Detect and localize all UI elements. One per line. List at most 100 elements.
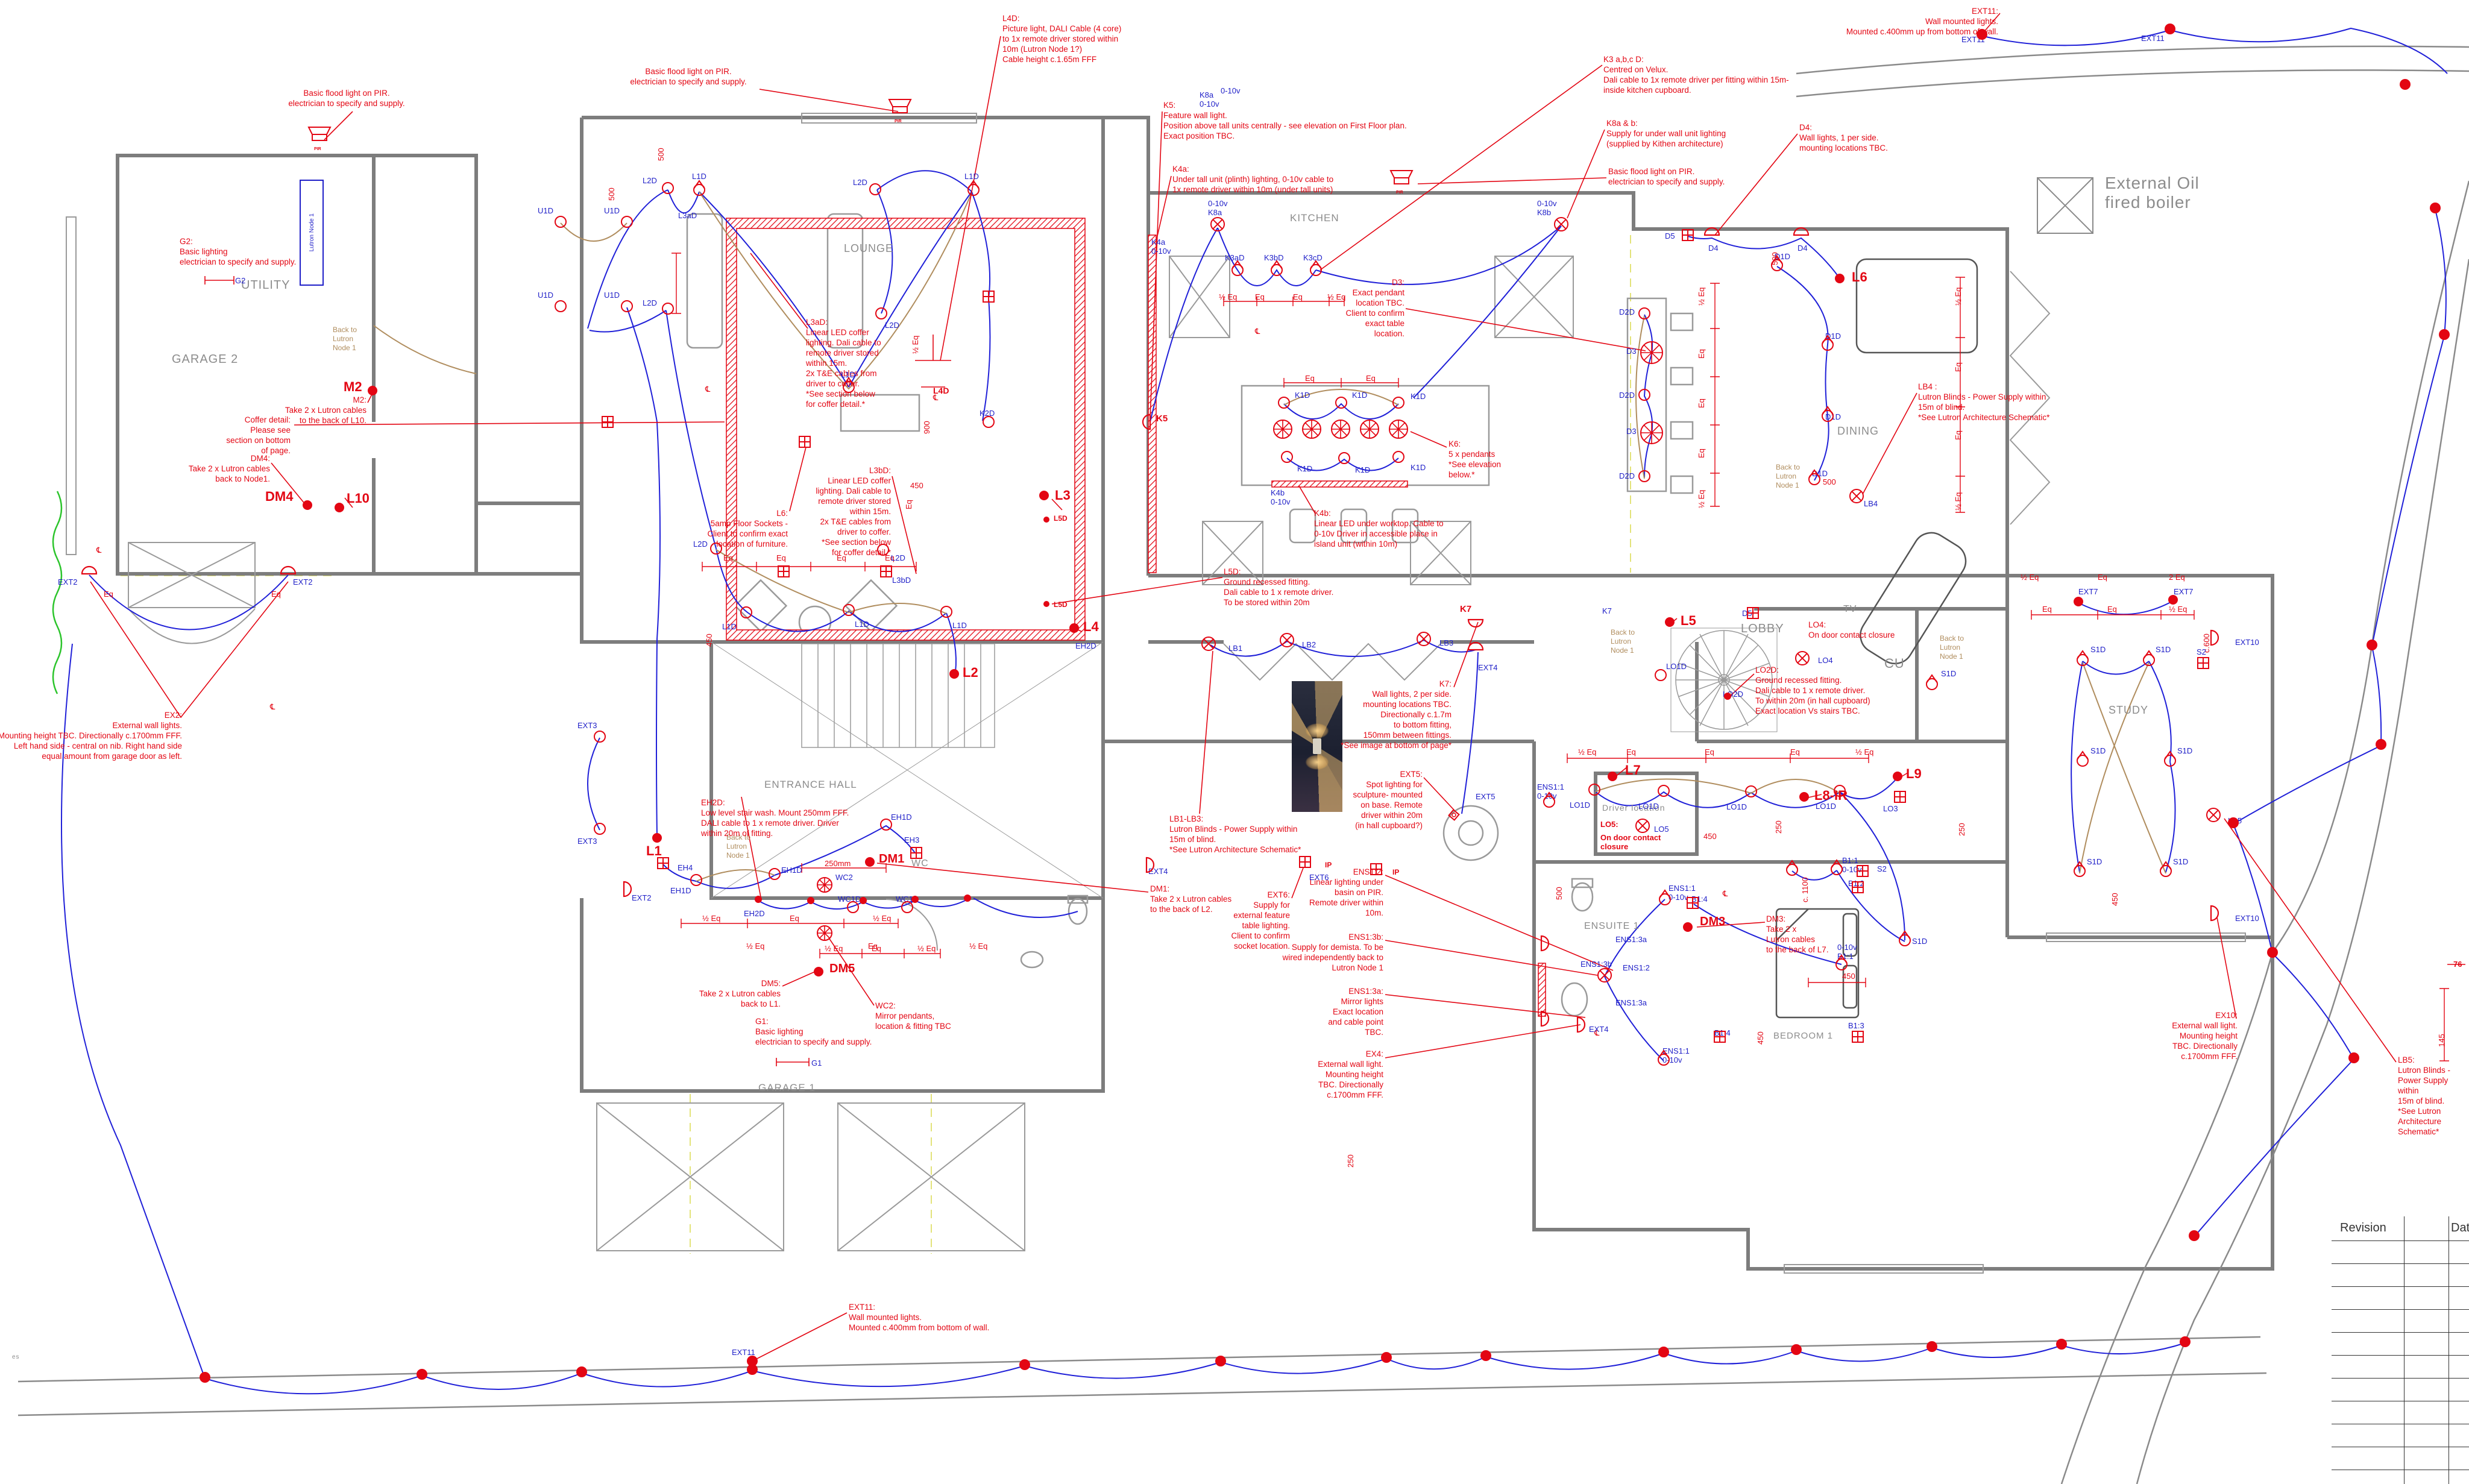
circuit-label-l3ad: L3aD [678,211,697,220]
circuit-label-l2d: L2D [643,176,657,185]
back-to-lutron-node-label: Back to Lutron Node 1 [1611,628,1635,655]
pendant-light-symbol [816,876,833,893]
room-label-lobby: LOBBY [1741,622,1784,635]
lutron-node-1-label: Lutron Node 1 [308,213,315,252]
downlight-circle-symbol [1392,396,1405,409]
keypad-dot-symbol [1682,921,1694,933]
circuit-label-ext2: EXT2 [293,577,313,586]
device-label-76: 76 [2453,960,2462,969]
circuit-label-k1d: K1D [1411,392,1426,401]
room-label-utility: UTILITY [241,278,291,292]
downlight-circle-symbol [876,543,890,556]
circuit-label-l2d: L2D [853,178,867,187]
circuit-label-k3ad: K3aD [1225,253,1245,262]
keypad-dot-symbol [858,896,868,905]
annotation-note-k6: K6: 5 x pendants *See elevation below.* [1448,439,1502,479]
room-label-lounge: LOUNGE [844,242,894,254]
socket-grid-symbol [798,435,811,448]
annotation-note-ext11: EXT11: Wall mounted lights. Mounted c.40… [849,1303,990,1332]
circuit-label-b1-4: B1:4 [1691,894,1708,904]
circuit-label-d4: D4 [1708,244,1719,253]
circuit-label-u1d: U1D [604,291,620,300]
dimension-label-500: 500 [1555,887,1564,900]
device-label-k7: K7 [1460,604,1472,614]
directional-downlight-symbol [1821,335,1834,351]
annotation-note-l6: L6: 5amp Floor Sockets - Client to confi… [707,509,788,549]
circuit-label-k7: K7 [1602,606,1612,615]
circuit-label-ext11: EXT11 [2141,34,2165,43]
directional-downlight-symbol [1270,260,1283,277]
annotation-note-g1: G1: Basic lighting electrician to specif… [755,1017,872,1046]
annotation-note-coffer-detail: Coffer detail: Please see section on bot… [226,415,291,455]
directional-downlight-symbol [1657,1049,1670,1066]
downlight-circle-symbol [1392,450,1405,464]
wall-light-arc-symbol [1703,226,1721,244]
wall-light-arc-symbol [2202,904,2220,922]
annotation-note-basic-flood-light-on-pir: Basic flood light on PIR. electrician to… [630,67,747,86]
downlight-circle-symbol [1588,783,1601,796]
circuit-label-ext4: EXT4 [1589,1025,1609,1034]
circuit-label-l3bd: L3bD [892,576,911,585]
keypad-dot-symbol [753,894,763,904]
circuit-label-l2d: L2D [693,539,708,549]
circuit-label-eh4: EH4 [678,863,693,872]
directional-downlight-symbol [1770,255,1784,272]
downlight-circle-symbol [768,867,781,881]
room-label-driver-location: Driver location [1602,803,1665,813]
circuit-label-ext4: EXT4 [1478,663,1498,672]
device-label-pir: PIR [314,147,321,151]
revision-table-row-line [2332,1240,2469,1241]
circuit-label-l1d: L1D [855,620,869,629]
downlight-circle-symbol [620,300,634,313]
device-label-l5d: L5D [1054,514,1068,523]
pir-floodlight-symbol [888,98,912,114]
dimension-label-450: 450 [1842,972,1855,981]
keypad-dot-symbol [910,894,920,904]
device-label-pir: PIR [1396,190,1403,195]
supply-outlet-symbol [2206,807,2221,823]
dimension-label-500: 500 [656,148,665,161]
dimension-label-eq: Eq [904,500,913,509]
annotation-note-ens1-3b: ENS1:3b: Supply for demista. To be wired… [1282,932,1383,972]
pendant-light-symbol [1272,419,1293,439]
supply-outlet-symbol [1201,636,1216,652]
annotation-note-m2: M2: Take 2 x Lutron cables to the back o… [285,395,366,425]
downlight-circle-symbol [901,901,914,914]
circuit-label-wc2: WC2 [835,873,853,882]
directional-downlight-symbol [1543,791,1556,808]
circuit-label-d4: D4 [1797,244,1808,253]
dimension-label-eq: ½ Eq [825,944,843,953]
keypad-dot-symbol [2163,22,2177,36]
directional-downlight-symbol [2076,650,2089,667]
socket-grid-symbol [1713,1030,1726,1043]
keypad-dot-symbol [1657,1345,1670,1359]
pendant-light-symbol [1388,419,1409,439]
circuit-label-l1d: L1D [952,621,967,630]
keypad-dot-symbol [2072,596,2084,608]
circuit-label-0-10v-k8a: 0-10v K8a [1208,199,1228,217]
circuit-label-k3cd: K3cD [1303,253,1323,262]
downlight-circle-symbol [661,302,675,315]
back-to-lutron-node-label: Back to Lutron Node 1 [333,325,357,352]
socket-grid-symbol [982,290,995,303]
directional-downlight-symbol [1835,954,1848,971]
wall-light-arc-symbol [1137,856,1156,874]
circuit-label-d2d: D2D [1619,307,1635,316]
pendant-light-symbol [816,925,833,942]
circuit-label-k4b-0-10v: K4b 0-10v [1271,488,1291,506]
circuit-label-d2d: D2D [1619,391,1635,400]
keypad-dot-symbol [2266,946,2279,959]
circuit-label-k3bd: K3bD [1264,253,1284,262]
keypad-dot-symbol [1380,1351,1393,1364]
downlight-circle-symbol [842,603,855,617]
pendant-light-symbol [1359,419,1380,439]
directional-downlight-symbol [1309,260,1323,277]
annotation-note-lb5: LB5: Lutron Blinds - Power Supply within… [2398,1055,2451,1136]
circuit-label-lo3: LO3 [1883,804,1898,813]
dimension-label-500: 500 [607,187,616,201]
dimension-label-250: 250 [1957,823,1966,836]
circuit-label-ens1-3b: ENS1:3b [1580,960,1612,969]
dimension-label-450: 450 [910,481,923,490]
pendant-light-symbol [1330,419,1351,439]
keypad-dot-symbol [1068,622,1080,634]
